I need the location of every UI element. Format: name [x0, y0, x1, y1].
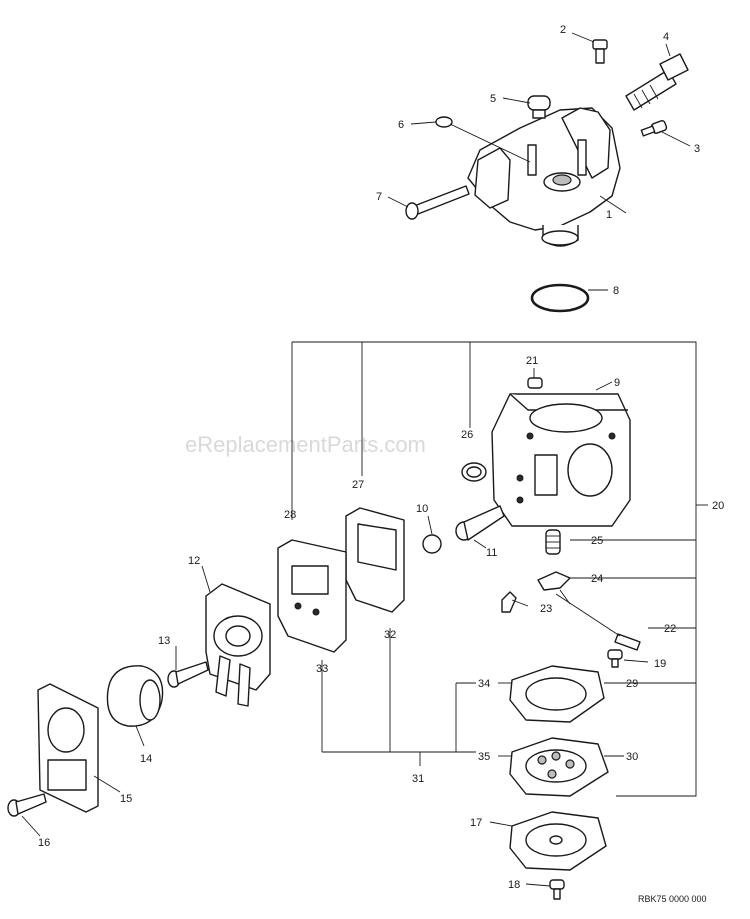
part-29-gasket	[509, 665, 605, 723]
part-1-carburetor-body	[467, 107, 621, 247]
part-15-plate	[37, 683, 99, 813]
callout-12: 12	[188, 555, 200, 567]
callout-5: 5	[490, 93, 496, 105]
callout-18: 18	[508, 879, 520, 891]
part-25-spring	[545, 529, 561, 555]
part-12-pump-cover	[205, 583, 271, 707]
callout-33: 33	[316, 663, 328, 675]
part-30-diaphragm	[509, 737, 609, 797]
part-6-clip	[435, 116, 453, 128]
callout-3: 3	[694, 143, 700, 155]
callout-28: 28	[284, 509, 296, 521]
callout-16: 16	[38, 837, 50, 849]
callout-11: 11	[486, 547, 497, 559]
part-24-lever	[537, 571, 571, 591]
part-7-screw	[405, 185, 470, 220]
callout-35: 35	[478, 751, 490, 763]
callout-25: 25	[591, 535, 603, 547]
callout-21: 21	[526, 355, 538, 367]
part-9-carburetor-body	[491, 393, 631, 527]
part-2-screw	[592, 39, 608, 64]
part-10-cap	[422, 534, 442, 554]
part-19-screw	[607, 649, 623, 668]
callout-6: 6	[398, 119, 404, 131]
group-bracket-20	[291, 341, 708, 797]
leader-lines	[21, 32, 691, 887]
part-22-pin	[614, 633, 641, 651]
part-18-screw	[549, 879, 565, 900]
callout-1: 1	[606, 209, 612, 221]
callout-22: 22	[664, 623, 676, 635]
callout-32: 32	[384, 629, 396, 641]
part-5-plug	[527, 95, 551, 119]
part-21-plug	[527, 377, 543, 389]
part-14-primer-bulb	[106, 665, 164, 727]
callout-17: 17	[470, 817, 482, 829]
callout-9: 9	[614, 377, 620, 389]
callout-2: 2	[560, 24, 566, 36]
callout-13: 13	[158, 635, 170, 647]
callout-23: 23	[540, 603, 552, 615]
part-28-gasket	[277, 539, 347, 653]
callout-26: 26	[461, 429, 473, 441]
part-3-screw	[640, 120, 668, 137]
callout-20: 20	[712, 500, 724, 512]
part-13-screw	[167, 661, 209, 688]
callout-29: 29	[626, 678, 638, 690]
callout-30: 30	[626, 751, 638, 763]
callout-24: 24	[591, 573, 603, 585]
callout-34: 34	[478, 678, 490, 690]
diagram-code: RBK75 0000 000	[638, 894, 707, 904]
callout-14: 14	[140, 753, 152, 765]
callout-31: 31	[412, 773, 424, 785]
part-4-adjust-screw	[625, 53, 689, 111]
watermark: eReplacementParts.com	[185, 432, 426, 457]
group-bracket-31	[321, 628, 476, 766]
callout-19: 19	[654, 658, 666, 670]
callout-27: 27	[352, 479, 364, 491]
part-16-screw	[7, 793, 47, 817]
part-17-diaphragm	[509, 811, 607, 871]
callout-15: 15	[120, 793, 132, 805]
part-26-ring	[461, 462, 487, 482]
callout-4: 4	[663, 31, 669, 43]
part-8-o-ring	[530, 283, 590, 313]
callout-7: 7	[376, 191, 382, 203]
part-27-gasket	[345, 507, 405, 613]
part-11-needle	[455, 505, 505, 541]
part-23-needle-valve	[501, 591, 517, 613]
callout-8: 8	[613, 285, 619, 297]
callout-10: 10	[416, 503, 428, 515]
